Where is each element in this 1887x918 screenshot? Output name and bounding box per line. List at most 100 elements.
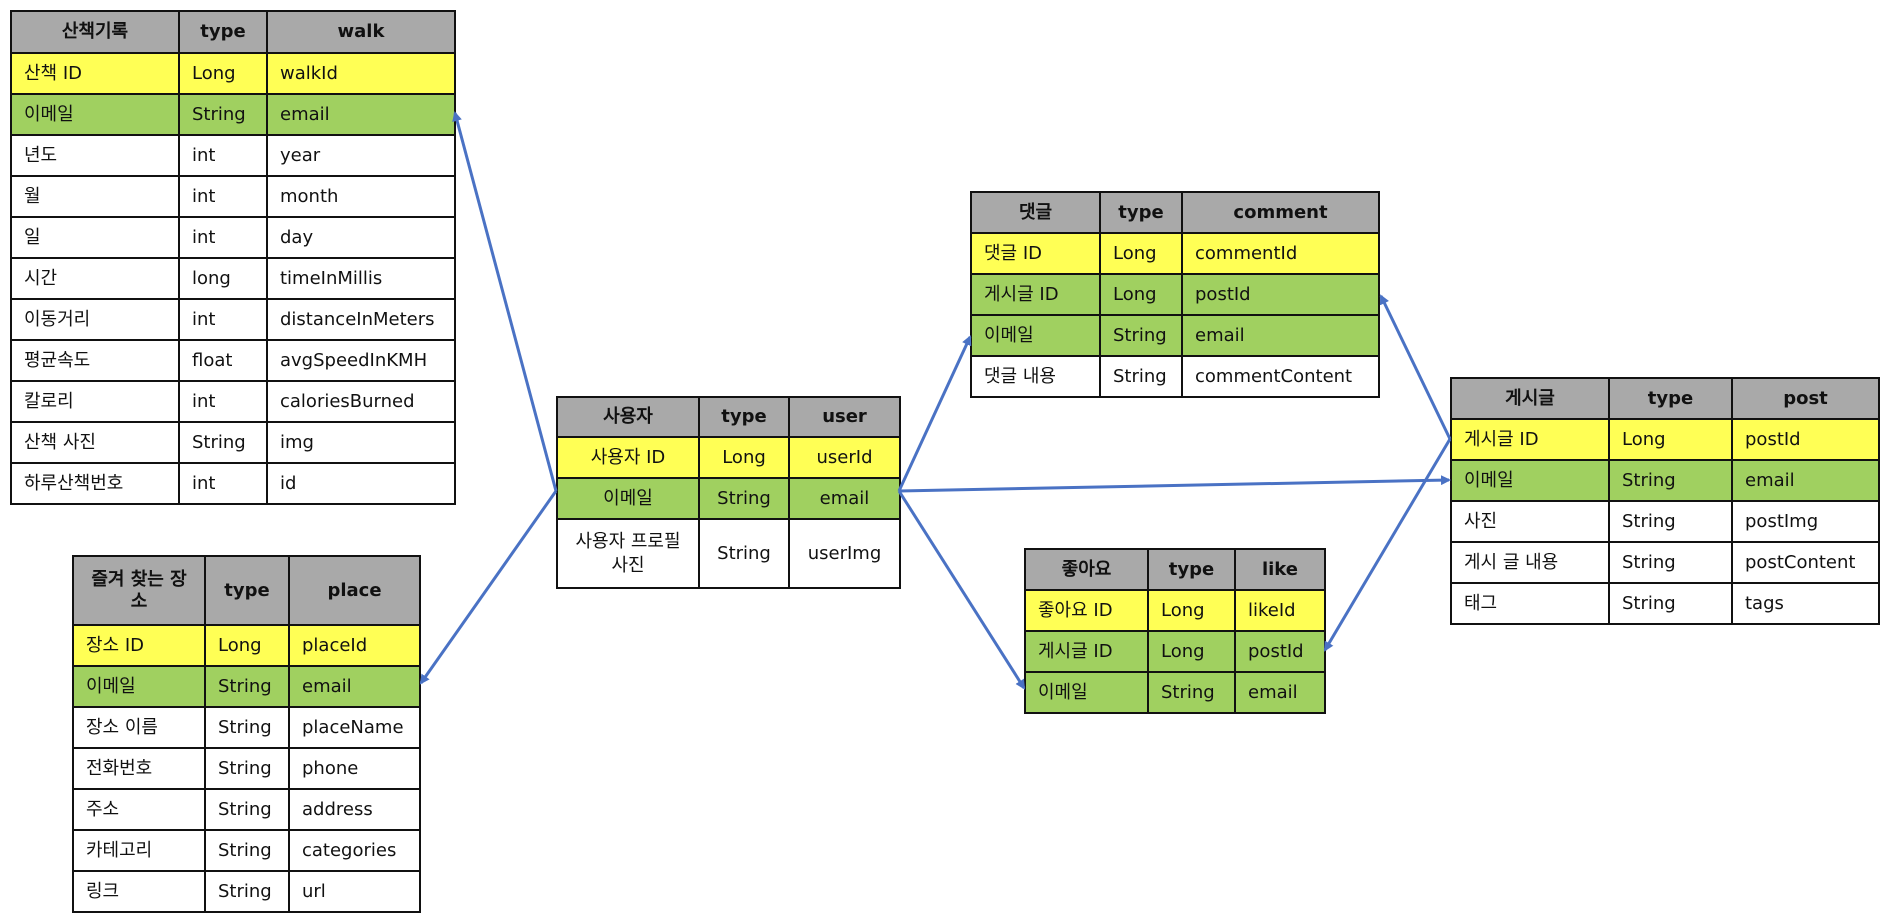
column-field: commentId	[1181, 232, 1380, 275]
column-field: email	[788, 477, 901, 520]
relation-arrow-post-postId-to-comment-postId	[1379, 294, 1452, 440]
column-label: 게시글 ID	[970, 273, 1101, 316]
entity-name: 사용자	[556, 396, 700, 438]
column-label: 게시글 ID	[1024, 630, 1149, 673]
column-type: String	[1099, 355, 1183, 398]
column-label: 평균속도	[10, 339, 180, 382]
column-field: userImg	[788, 518, 901, 589]
type-header: type	[1608, 377, 1733, 420]
column-label: 댓글 ID	[970, 232, 1101, 275]
column-type: int	[178, 298, 268, 341]
column-field: distanceInMeters	[266, 298, 456, 341]
column-field: placeId	[288, 624, 421, 667]
field-header: place	[288, 555, 421, 626]
column-field: day	[266, 216, 456, 259]
column-type: String	[204, 788, 290, 831]
column-label: 좋아요 ID	[1024, 589, 1149, 632]
column-label: 칼로리	[10, 380, 180, 423]
field-header: walk	[266, 10, 456, 54]
column-type: String	[204, 747, 290, 790]
column-field: img	[266, 421, 456, 464]
column-field: postId	[1181, 273, 1380, 316]
column-field: address	[288, 788, 421, 831]
column-field: postContent	[1731, 541, 1880, 584]
type-header: type	[204, 555, 290, 626]
column-type: String	[204, 665, 290, 708]
type-header: type	[178, 10, 268, 54]
field-header: comment	[1181, 191, 1380, 234]
column-label: 이메일	[970, 314, 1101, 357]
column-label: 사진	[1450, 500, 1610, 543]
column-field: userId	[788, 436, 901, 479]
column-type: float	[178, 339, 268, 382]
column-type: String	[204, 829, 290, 872]
relation-arrow-user-email-to-walk-email	[452, 111, 558, 492]
column-field: walkId	[266, 52, 456, 95]
column-type: String	[698, 477, 790, 520]
column-type: String	[1147, 671, 1236, 714]
column-type: String	[1608, 459, 1733, 502]
column-field: timeInMillis	[266, 257, 456, 300]
column-label: 하루산책번호	[10, 462, 180, 505]
column-type: int	[178, 462, 268, 505]
column-type: String	[178, 93, 268, 136]
field-header: user	[788, 396, 901, 438]
type-header: type	[1147, 548, 1236, 591]
column-label: 이메일	[1450, 459, 1610, 502]
column-field: email	[1731, 459, 1880, 502]
column-label: 이메일	[10, 93, 180, 136]
column-type: int	[178, 216, 268, 259]
column-type: String	[178, 421, 268, 464]
entity-name: 즐겨 찾는 장소	[72, 555, 206, 626]
column-label: 시간	[10, 257, 180, 300]
column-label: 산책 사진	[10, 421, 180, 464]
column-type: int	[178, 134, 268, 177]
column-label: 사용자 ID	[556, 436, 700, 479]
column-type: String	[698, 518, 790, 589]
column-field: caloriesBurned	[266, 380, 456, 423]
column-type: Long	[1099, 232, 1183, 275]
column-label: 장소 ID	[72, 624, 206, 667]
type-header: type	[1099, 191, 1183, 234]
column-label: 월	[10, 175, 180, 218]
column-field: month	[266, 175, 456, 218]
column-label: 주소	[72, 788, 206, 831]
column-label: 이메일	[72, 665, 206, 708]
column-type: int	[178, 380, 268, 423]
column-label: 게시 글 내용	[1450, 541, 1610, 584]
column-label: 사용자 프로필사진	[556, 518, 700, 589]
entity-name: 게시글	[1450, 377, 1610, 420]
column-field: email	[266, 93, 456, 136]
column-type: String	[1608, 500, 1733, 543]
column-label: 이메일	[556, 477, 700, 520]
column-type: long	[178, 257, 268, 300]
